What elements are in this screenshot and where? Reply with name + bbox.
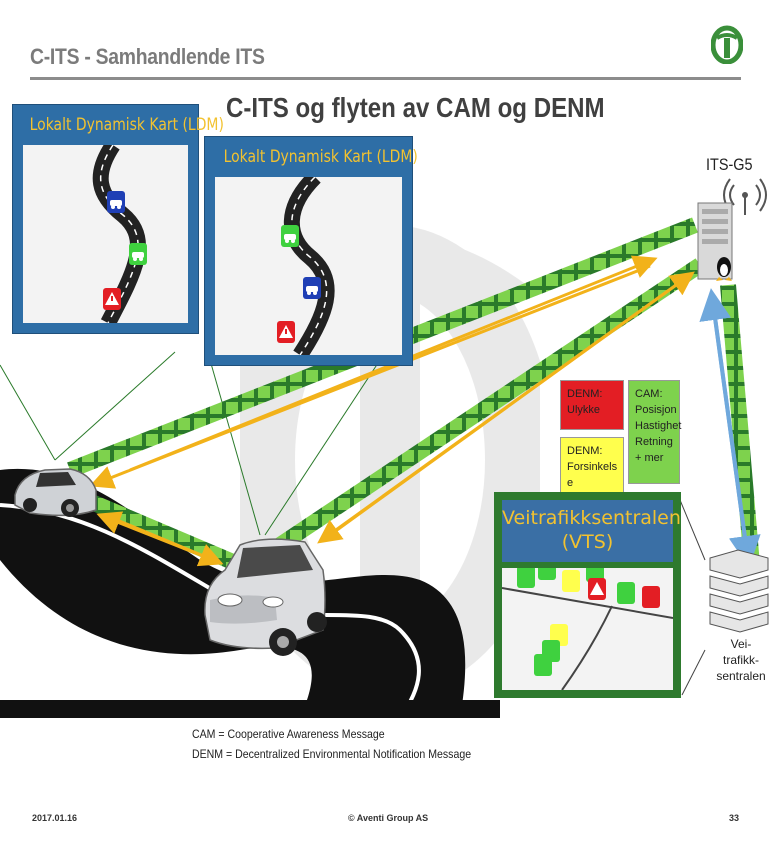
- car-green-icon: [534, 654, 552, 676]
- ldm-panel-title: Lokalt Dynamisk Kart (LDM): [29, 115, 224, 135]
- car-blue-icon: [107, 191, 125, 213]
- ldm-map: [215, 177, 402, 355]
- footer-date: 2017.01.16: [32, 813, 78, 823]
- car-green-icon: [281, 225, 299, 247]
- legend-cam: CAM = Cooperative Awareness Message: [192, 727, 385, 741]
- warning-icon: [588, 578, 606, 600]
- ldm-map: [23, 145, 188, 323]
- ldm-panel-2: Lokalt Dynamisk Kart (LDM): [204, 136, 418, 366]
- car-left: [10, 455, 100, 525]
- header-divider: [30, 77, 741, 80]
- its-g5-label: ITS-G5: [706, 155, 753, 174]
- denm-ulykke-box: DENM: Ulykke: [560, 380, 624, 430]
- ldm-panel-1: Lokalt Dynamisk Kart (LDM): [12, 104, 224, 334]
- warning-icon: [103, 288, 121, 310]
- header-title: C-ITS - Samhandlende ITS: [30, 44, 265, 69]
- vts-panel: Veitrafikksentralen (VTS): [494, 492, 681, 698]
- car-blue-icon: [303, 277, 321, 299]
- bus-icon: [538, 568, 556, 580]
- bus-icon: [517, 568, 535, 588]
- its-g5-roadside-unit: [690, 175, 780, 287]
- aventi-logo: [710, 24, 744, 65]
- legend-denm: DENM = Decentralized Environmental Notif…: [192, 747, 472, 761]
- ldm-panel-title: Lokalt Dynamisk Kart (LDM): [223, 147, 418, 167]
- vts-title: Veitrafikksentralen (VTS): [502, 500, 681, 562]
- vts-map: [502, 568, 673, 690]
- footer-copyright: © Aventi Group AS: [348, 813, 429, 823]
- car-green-icon: [129, 243, 147, 265]
- server-stack-icon: [708, 548, 770, 634]
- roadwork-icon: [562, 570, 580, 592]
- server-label: Vei- trafikk- sentralen: [716, 637, 766, 683]
- truck-icon: [617, 582, 635, 604]
- slide-title: C-ITS og flyten av CAM og DENM: [226, 92, 605, 123]
- footer-page-number: 33: [729, 813, 740, 823]
- cam-info-box: CAM: Posisjon Hastighet Retning + mer: [628, 380, 681, 484]
- ambulance-icon: [642, 586, 660, 608]
- warning-icon: [277, 321, 295, 343]
- car-front: [195, 530, 330, 660]
